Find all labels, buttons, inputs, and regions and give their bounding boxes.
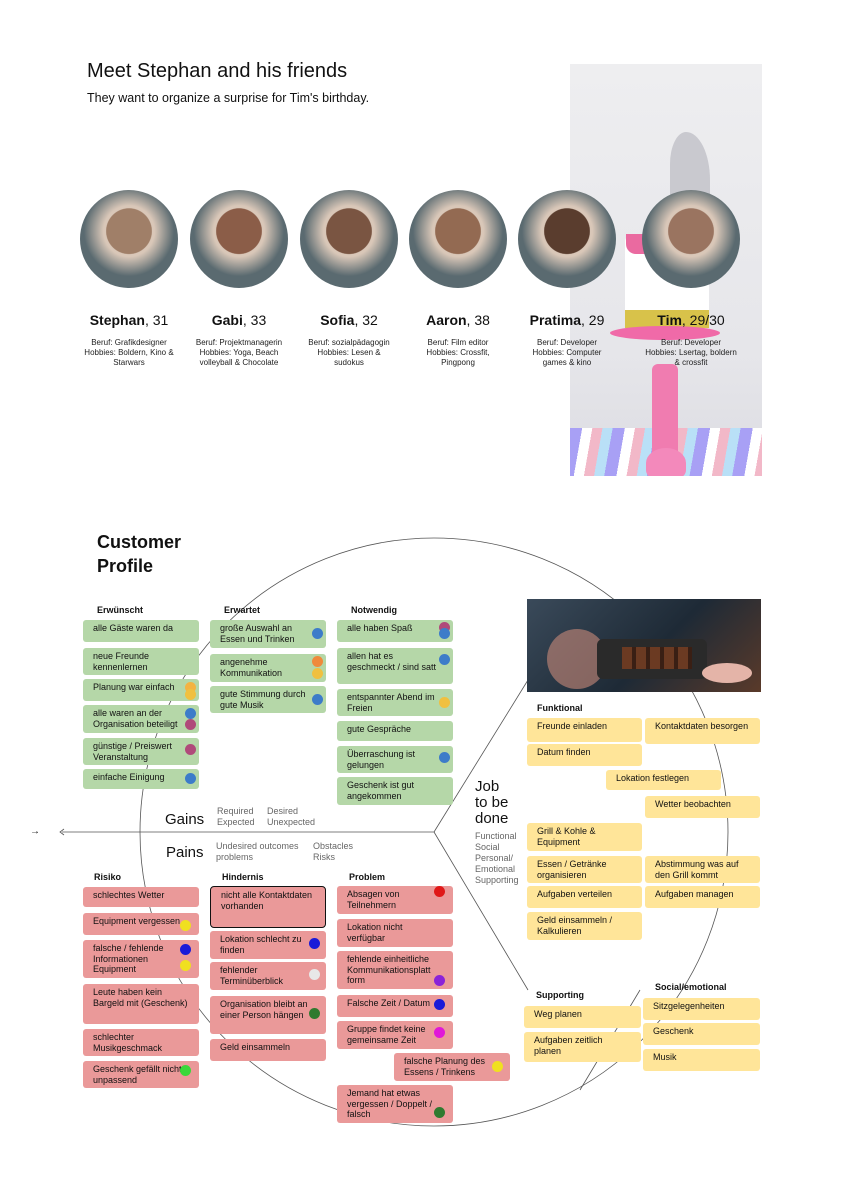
sticky-note-g10: alle haben Spaß	[337, 620, 453, 642]
pains-sub-obstacles: ObstaclesRisks	[313, 841, 353, 863]
vote-dot	[180, 944, 191, 955]
vote-dot	[180, 1065, 191, 1076]
vote-dot	[312, 668, 323, 679]
column-risiko: Risiko	[94, 872, 121, 882]
sticky-note-g14: Überraschung ist gelungen	[337, 746, 453, 773]
sticky-note-r13: Lokation nicht verfügbar	[337, 919, 453, 947]
vote-dot	[434, 999, 445, 1010]
vote-dot	[434, 975, 445, 986]
sticky-note-y10: Aufgaben managen	[645, 886, 760, 908]
column-erwuenscht: Erwünscht	[97, 605, 143, 615]
sticky-note-g13: gute Gespräche	[337, 721, 453, 741]
sticky-note-g15: Geschenk ist gut angekommen	[337, 777, 453, 805]
sticky-note-g9: gute Stimmung durch gute Musik	[210, 686, 326, 713]
sticky-note-r7: nicht alle Kontaktdaten vorhanden	[210, 886, 326, 928]
vote-dot	[309, 1008, 320, 1019]
vote-dot	[312, 628, 323, 639]
sticky-note-g2: neue Freunde kennenlernen	[83, 648, 199, 675]
sticky-note-g11: allen hat es geschmeckt / sind satt	[337, 648, 453, 684]
sticky-note-r5: schlechter Musikgeschmack	[83, 1029, 199, 1056]
sticky-note-g6: einfache Einigung	[83, 769, 199, 789]
column-funktional: Funktional	[537, 703, 583, 713]
vote-dot	[439, 628, 450, 639]
sticky-note-r4: Leute haben kein Bargeld mit (Geschenk)	[83, 984, 199, 1024]
sticky-note-g12: entspannter Abend im Freien	[337, 689, 453, 716]
column-social-emotional: Social/emotional	[655, 982, 727, 992]
sticky-note-y13: Aufgaben zeitlich planen	[524, 1032, 641, 1062]
sticky-note-g4: alle waren an der Organisation beteiligt	[83, 705, 199, 733]
sticky-note-r11: Geld einsammeln	[210, 1039, 326, 1061]
bbq-image	[527, 599, 761, 692]
arrow-icon: →	[30, 826, 40, 837]
vote-dot	[309, 969, 320, 980]
sticky-note-y9: Aufgaben verteilen	[527, 886, 642, 908]
vote-dot	[434, 1027, 445, 1038]
vote-dot	[434, 886, 445, 897]
vote-dot	[492, 1061, 503, 1072]
sticky-note-y1: Freunde einladen	[527, 718, 642, 742]
sticky-note-y4: Lokation festlegen	[606, 770, 721, 790]
sticky-note-y6: Grill & Kohle & Equipment	[527, 823, 642, 851]
sticky-note-g3: Planung war einfach	[83, 679, 199, 701]
column-supporting: Supporting	[536, 990, 584, 1000]
vote-dot	[309, 938, 320, 949]
column-problem: Problem	[349, 872, 385, 882]
sticky-note-y16: Musik	[643, 1049, 760, 1071]
sticky-note-y12: Weg planen	[524, 1006, 641, 1028]
column-notwendig: Notwendig	[351, 605, 397, 615]
vote-dot	[439, 697, 450, 708]
vote-dot	[439, 752, 450, 763]
vote-dot	[180, 920, 191, 931]
vote-dot	[185, 744, 196, 755]
vote-dot	[312, 694, 323, 705]
sticky-note-y3: Datum finden	[527, 744, 642, 766]
sticky-note-y5: Wetter beobachten	[645, 796, 760, 818]
gains-sub-desired: DesiredUnexpected	[267, 806, 315, 828]
sticky-note-r18: Jemand hat etwas vergessen / Doppelt / f…	[337, 1085, 453, 1123]
vote-dot	[185, 689, 196, 700]
sticky-note-y11: Geld einsammeln / Kalkulieren	[527, 912, 642, 940]
sticky-note-g8: angenehme Kommunikation	[210, 654, 326, 682]
vote-dot	[185, 708, 196, 719]
vote-dot	[434, 1107, 445, 1118]
column-hindernis: Hindernis	[222, 872, 264, 882]
vote-dot	[312, 656, 323, 667]
sticky-note-y14: Sitzgelegenheiten	[643, 998, 760, 1020]
sticky-note-y8: Abstimmung was auf den Grill kommt	[645, 856, 760, 883]
sticky-note-r1: schlechtes Wetter	[83, 887, 199, 907]
vote-dot	[185, 719, 196, 730]
vote-dot	[180, 960, 191, 971]
sticky-note-g7: große Auswahl an Essen und Trinken	[210, 620, 326, 648]
column-erwartet: Erwartet	[224, 605, 260, 615]
gains-label: Gains	[165, 811, 204, 828]
sticky-note-g5: günstige / Preiswert Veranstaltung	[83, 738, 199, 765]
sticky-note-y15: Geschenk	[643, 1023, 760, 1045]
vote-dot	[439, 654, 450, 665]
sticky-note-y2: Kontaktdaten besorgen	[645, 718, 760, 744]
sticky-note-y7: Essen / Getränke organisieren	[527, 856, 642, 883]
pains-label: Pains	[166, 844, 204, 861]
sticky-note-g1: alle Gäste waren da	[83, 620, 199, 642]
vote-dot	[185, 773, 196, 784]
